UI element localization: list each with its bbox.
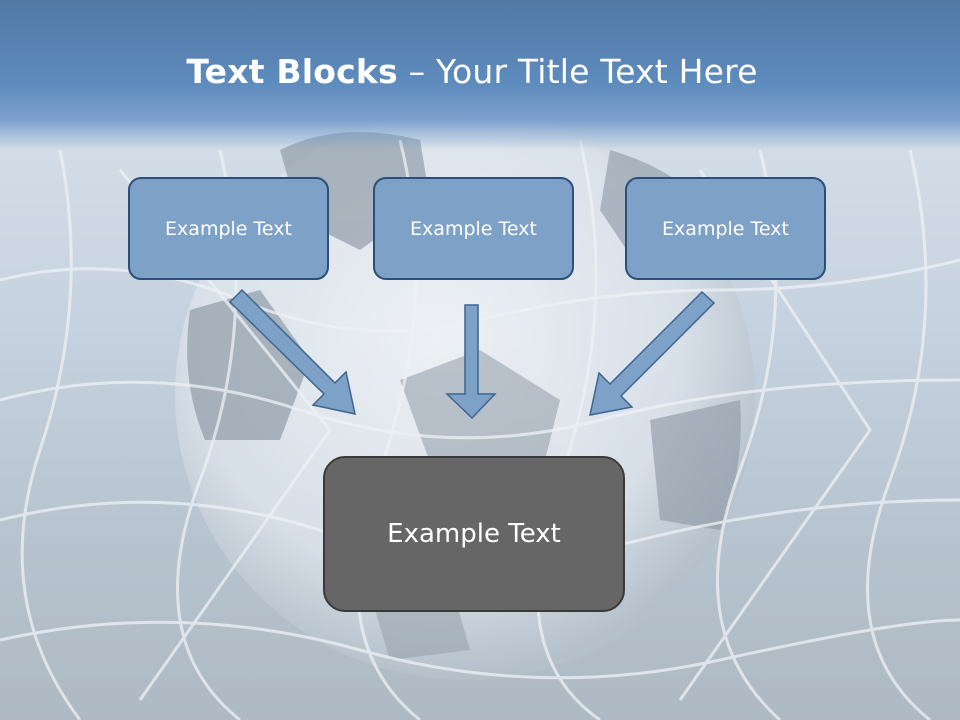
- title-bar: [0, 0, 960, 150]
- text-block-1-label: Example Text: [165, 217, 292, 240]
- text-block-2[interactable]: Example Text: [373, 177, 574, 280]
- target-text-block-label: Example Text: [387, 519, 561, 549]
- page-title: Text Blocks – Your Title Text Here: [0, 52, 944, 91]
- text-block-3-label: Example Text: [662, 217, 789, 240]
- title-bold-part: Text Blocks: [186, 52, 398, 91]
- text-block-3[interactable]: Example Text: [625, 177, 826, 280]
- text-block-1[interactable]: Example Text: [128, 177, 329, 280]
- text-block-2-label: Example Text: [410, 217, 537, 240]
- arrow-center-down: [445, 304, 497, 420]
- title-rest-part: Your Title Text Here: [435, 52, 758, 91]
- arrow-right-diagonal: [589, 290, 716, 416]
- target-text-block[interactable]: Example Text: [323, 456, 625, 612]
- title-separator: –: [397, 52, 436, 91]
- arrow-left-diagonal: [228, 288, 356, 415]
